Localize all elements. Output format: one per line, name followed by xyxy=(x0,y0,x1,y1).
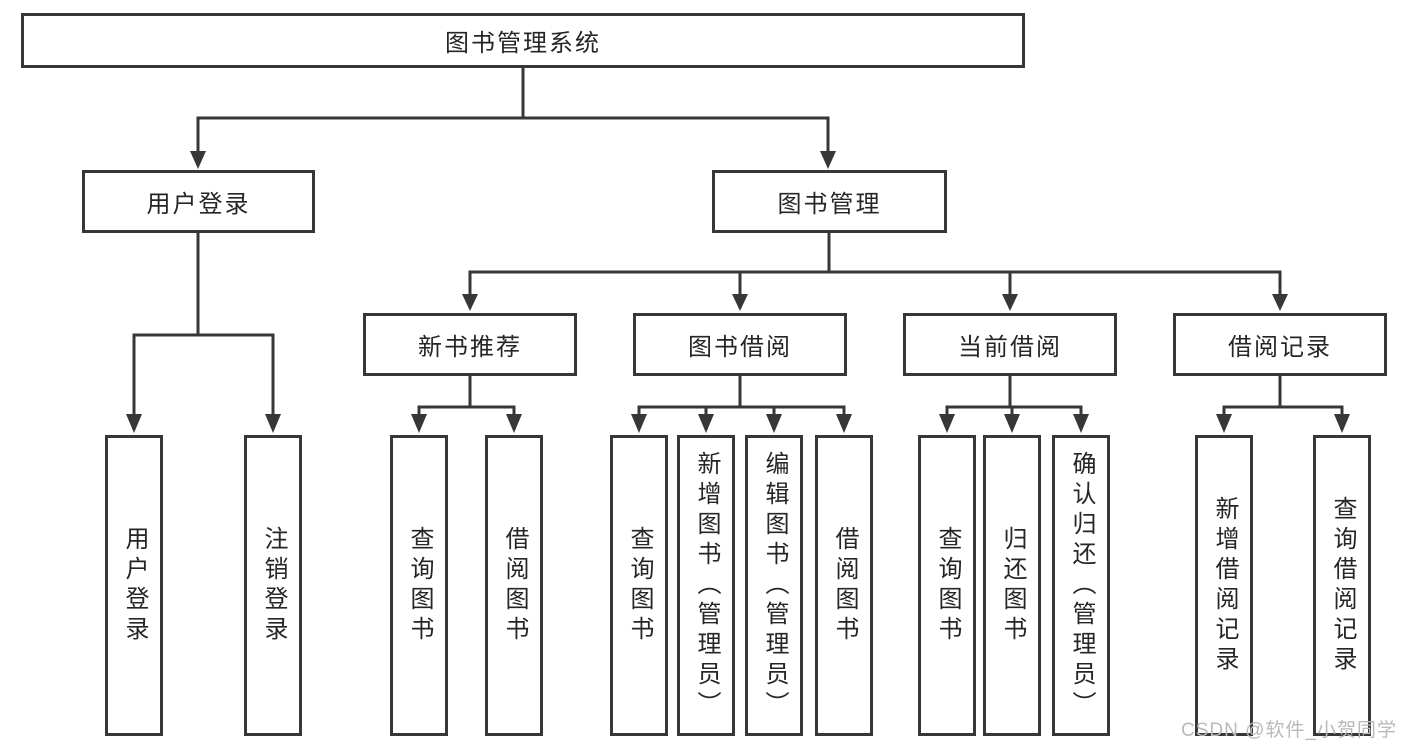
node-br-add-record: 新增借阅记录 xyxy=(1195,435,1253,736)
node-bb-borrow-books: 借阅图书 xyxy=(815,435,873,736)
node-cb-confirm-return-admin: 确认归还（管理员） xyxy=(1052,435,1110,736)
node-logout: 注销登录 xyxy=(244,435,302,736)
node-bb-add-books-admin: 新增图书（管理员） xyxy=(677,435,735,736)
node-user-login: 用户登录 xyxy=(82,170,315,233)
node-current-borrowing: 当前借阅 xyxy=(903,313,1117,376)
node-br-query-record: 查询借阅记录 xyxy=(1313,435,1371,736)
node-bb-query-books: 查询图书 xyxy=(610,435,668,736)
node-cb-return-books: 归还图书 xyxy=(983,435,1041,736)
node-borrowing-records: 借阅记录 xyxy=(1173,313,1387,376)
node-bb-edit-books-admin: 编辑图书（管理员） xyxy=(745,435,803,736)
node-nbr-query-books: 查询图书 xyxy=(390,435,448,736)
csdn-watermark: CSDN @软件_小贺同学 xyxy=(1181,720,1397,741)
node-book-management: 图书管理 xyxy=(712,170,947,233)
node-book-borrowing: 图书借阅 xyxy=(633,313,847,376)
arrow-down-icons xyxy=(126,151,1350,433)
node-root: 图书管理系统 xyxy=(21,13,1025,68)
node-cb-query-books: 查询图书 xyxy=(918,435,976,736)
node-new-book-recommend: 新书推荐 xyxy=(363,313,577,376)
node-user-login-leaf: 用户登录 xyxy=(105,435,163,736)
node-nbr-borrow-books: 借阅图书 xyxy=(485,435,543,736)
